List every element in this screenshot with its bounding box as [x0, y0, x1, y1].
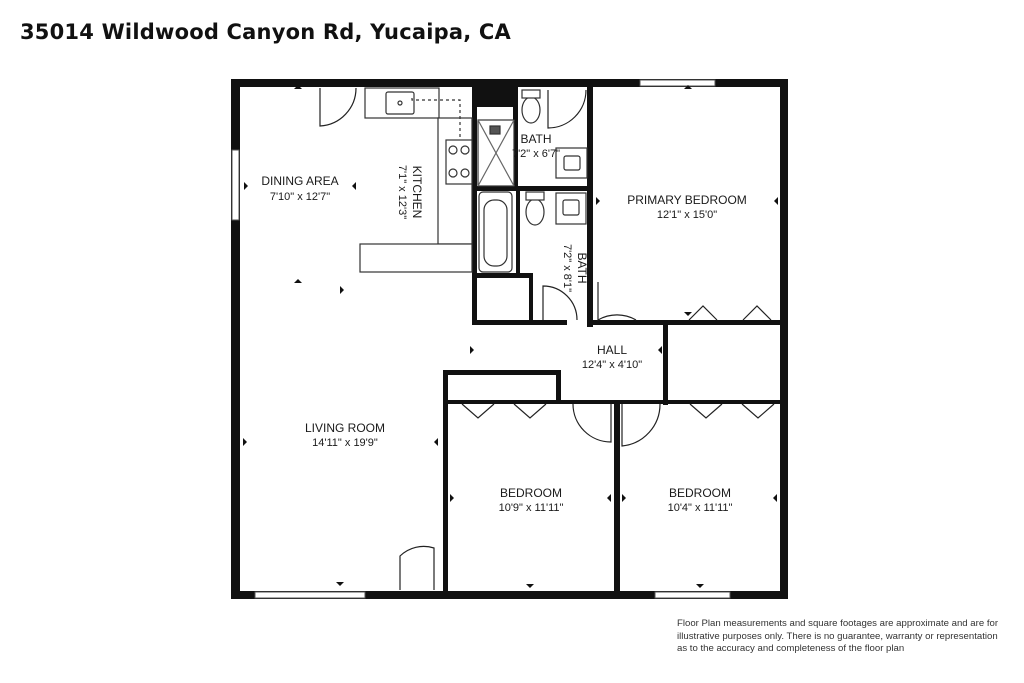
sink-basin-icon: [563, 155, 581, 171]
primary-closet-bifold: [688, 305, 772, 321]
bath-divider-wall: [477, 186, 589, 191]
closet-top-wall: [477, 273, 532, 278]
hall-label: HALL: [597, 343, 627, 357]
shower-drain-icon: [489, 125, 501, 135]
kitchen-label: KITCHEN: [410, 166, 424, 219]
bath-mid-label: BATH: [575, 252, 589, 283]
kitchen-dims: 7'1" x 12'3": [396, 165, 408, 219]
kitchen-fixtures: [359, 87, 473, 273]
chimney-column: [472, 79, 516, 107]
bath-top-west-wall: [513, 87, 518, 187]
bath-mid-dims: 7'2" x 8'1": [561, 244, 573, 292]
toilet-tank-icon: [525, 191, 545, 201]
primary-door-swing: [597, 282, 637, 322]
dimension-ticks: [243, 85, 778, 588]
appliance-outline: [411, 98, 461, 140]
primary-west-wall: [587, 87, 593, 327]
toilet-icon: [525, 198, 545, 226]
bathtub-inner-icon: [483, 199, 508, 267]
kitchen-peninsula: [359, 243, 473, 273]
bedroom-divider-wall: [614, 400, 620, 595]
bath-top-door-swing: [547, 89, 587, 129]
entry-door-swing: [319, 87, 357, 127]
west-wall: [231, 79, 240, 599]
bedroom-right-dims: 10'4" x 11'11": [668, 502, 733, 514]
west-window: [231, 149, 240, 221]
bedroom-right-closet-bifold: [689, 403, 775, 419]
interior-walls: [443, 79, 786, 595]
dining-area-dims: 7'10" x 12'7": [270, 191, 330, 203]
hall-north-wall-right: [593, 320, 783, 325]
south-wall: [231, 591, 788, 599]
doors: [319, 87, 775, 590]
bedroom-right-door-swing: [621, 403, 661, 447]
disclaimer-line: as to the accuracy and completeness of t…: [677, 643, 905, 654]
bedroom-right-window: [654, 591, 731, 599]
bedroom-left-door-swing: [572, 403, 612, 443]
hall-dims: 12'4" x 4'10": [582, 359, 642, 371]
bath-top-dims: 7'2" x 6'7": [512, 148, 560, 160]
living-room-dims: 14'11" x 19'9": [312, 437, 378, 449]
living-room-label: LIVING ROOM: [305, 421, 385, 435]
bedroom-left-dims: 10'9" x 11'11": [499, 502, 564, 514]
tub-divider-wall: [516, 191, 520, 275]
disclaimer-line: illustrative purposes only. There is no …: [677, 630, 998, 642]
shower-cross-icon: [477, 119, 515, 187]
windows: [231, 79, 731, 599]
toilet-tank-icon: [521, 89, 541, 99]
bedroom-left-closet-bifold: [461, 403, 547, 419]
primary-bedroom-dims: 12'1" x 15'0": [657, 209, 717, 221]
bedroom-left-west-wall: [443, 370, 448, 595]
burner-icon: [460, 168, 470, 178]
bedroom-left-north-wall: [443, 370, 560, 375]
east-wall: [780, 79, 788, 599]
bedroom-left-label: BEDROOM: [500, 486, 562, 500]
burner-icon: [448, 145, 458, 155]
dining-area-label: DINING AREA: [261, 174, 338, 188]
bedroom-right-label: BEDROOM: [669, 486, 731, 500]
primary-bedroom-label: PRIMARY BEDROOM: [627, 193, 747, 207]
closet-east-wall: [529, 273, 533, 325]
burner-icon: [448, 168, 458, 178]
primary-bedroom-window: [639, 79, 716, 87]
toilet-icon: [521, 96, 541, 124]
living-room-window: [254, 591, 366, 599]
living-door-swing: [399, 545, 435, 590]
burner-icon: [460, 145, 470, 155]
closet-left-wall: [556, 370, 561, 403]
stove-icon: [445, 139, 473, 185]
bath-mid-door-swing: [542, 285, 578, 321]
property-address: 35014 Wildwood Canyon Rd, Yucaipa, CA: [20, 20, 511, 44]
bath-fixtures: [477, 89, 588, 273]
disclaimer-line: Floor Plan measurements and square foota…: [677, 618, 999, 629]
sink-basin-icon: [562, 199, 580, 216]
hall-north-wall-left: [477, 320, 567, 325]
bath-top-label: BATH: [520, 132, 551, 146]
sink-drain-icon: [397, 100, 403, 106]
disclaimer: Floor Plan measurements and square foota…: [677, 618, 1017, 656]
kitchen-bath-wall: [472, 107, 477, 325]
hall-east-wall: [663, 320, 668, 405]
